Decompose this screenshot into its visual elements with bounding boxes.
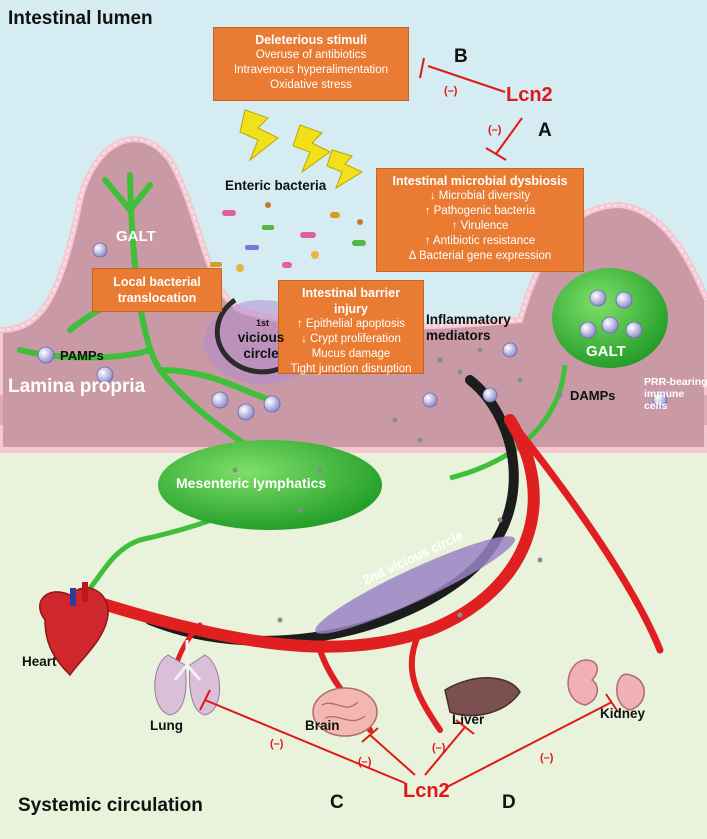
barrier-title: Intestinal barrier injury: [302, 286, 400, 316]
immune-cells: [37, 242, 668, 421]
deleterious-line: Oxidative stress: [270, 79, 352, 91]
inhibition-lines: [199, 57, 619, 789]
galt-right-label: GALT: [586, 343, 626, 360]
inhibit-mark-liver: (–): [432, 742, 446, 754]
heart-label: Heart: [22, 654, 57, 669]
bacteria-cluster: [210, 202, 366, 272]
first-vicious-circle-label: vicious circle: [237, 330, 285, 361]
mesenteric-lymphatics-node: [158, 440, 382, 530]
second-vicious-circle-band: [315, 536, 515, 634]
prr-immune-cells-label: PRR-bearing immune cells: [644, 376, 707, 412]
brain-icon: [312, 687, 378, 737]
dysbiosis-title: Intestinal microbial dysbiosis: [392, 174, 568, 188]
inflammatory-mediators-label: Inflammatory mediators: [426, 312, 511, 343]
right-lymphatic-vessel: [449, 364, 568, 481]
galt-left-label: GALT: [116, 228, 156, 245]
barrier-line: ↑ Epithelial apoptosis: [296, 318, 406, 330]
inhibit-mark-brain: (–): [358, 756, 372, 768]
barrier-line: Mucus damage: [311, 348, 391, 360]
lung-icon: [154, 640, 221, 716]
letter-c: C: [330, 792, 344, 813]
letter-a: A: [538, 120, 552, 141]
inhibit-mark-lung: (–): [270, 738, 284, 750]
lcn2-top-label: Lcn2: [506, 84, 553, 106]
lung-label: Lung: [150, 718, 183, 733]
enteric-bacteria-label: Enteric bacteria: [225, 178, 327, 193]
first-circle-superscript: 1st: [256, 318, 270, 328]
deleterious-stimuli-title: Deleterious stimuli: [255, 33, 367, 47]
lightning-icon: [239, 109, 364, 190]
microbial-dysbiosis-box: Intestinal microbial dysbiosis ↓ Microbi…: [376, 168, 584, 272]
damps-label: DAMPs: [570, 388, 616, 403]
heart-icon: [39, 582, 109, 677]
liver-label: Liver: [452, 712, 485, 727]
kidney-label: Kidney: [600, 706, 646, 721]
mesenteric-lymphatics-label: Mesenteric lymphatics: [176, 475, 327, 491]
barrier-injury-box: Intestinal barrier injury ↑ Epithelial a…: [278, 280, 424, 375]
dysbiosis-line: ↑ Virulence: [451, 220, 509, 232]
intestinal-lumen-label: Intestinal lumen: [8, 8, 153, 29]
dysbiosis-line: ↑ Pathogenic bacteria: [424, 205, 536, 217]
barrier-line: ↓ Crypt proliferation: [301, 333, 401, 345]
dysbiosis-line: Δ Bacterial gene expression: [408, 250, 552, 262]
pamps-label: PAMPs: [60, 348, 104, 363]
barrier-line: Tight junction disruption: [290, 363, 412, 375]
systemic-circulation-label: Systemic circulation: [18, 795, 203, 816]
deleterious-stimuli-box: Deleterious stimuli Overuse of antibioti…: [213, 27, 409, 101]
kidney-icon: [567, 659, 645, 711]
letter-b: B: [454, 46, 468, 67]
deleterious-line: Intravenous hyperalimentation: [233, 64, 389, 76]
letter-d: D: [502, 792, 516, 813]
lamina-propria-label: Lamina propria: [8, 376, 146, 397]
brain-label: Brain: [305, 718, 340, 733]
damps-particles: [232, 347, 563, 623]
lcn2-bottom-label: Lcn2: [403, 780, 450, 802]
inhibit-mark-a: (–): [488, 124, 502, 136]
bacterial-translocation-box: Local bacterial translocation: [92, 268, 222, 312]
dysbiosis-line: ↓ Microbial diversity: [429, 190, 531, 202]
deleterious-line: Overuse of antibiotics: [255, 49, 367, 61]
inhibit-mark-kidney: (–): [540, 752, 554, 764]
lamina-lower-band: [0, 395, 707, 425]
dysbiosis-line: ↑ Antibiotic resistance: [424, 235, 536, 247]
inhibit-mark-b: (–): [444, 85, 458, 97]
liver-icon: [444, 677, 521, 717]
translocation-title: Local bacterial translocation: [113, 275, 201, 305]
